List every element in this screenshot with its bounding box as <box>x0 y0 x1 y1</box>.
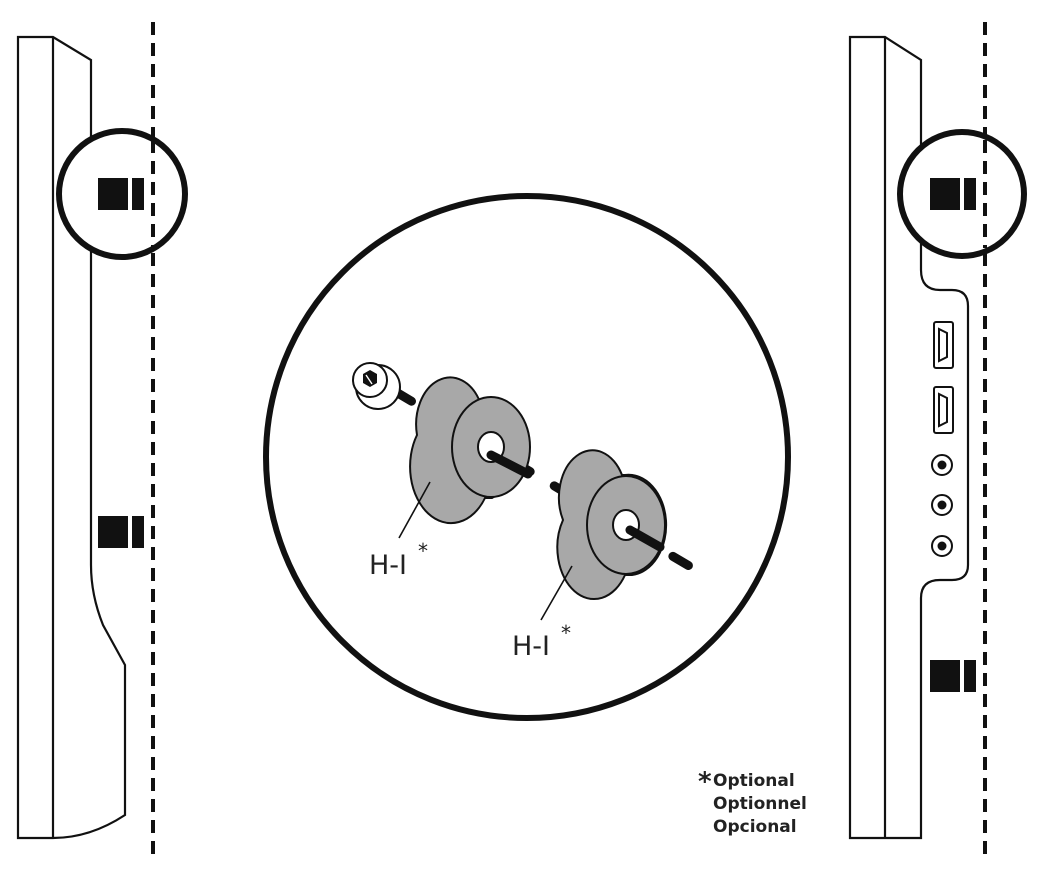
optional-mark-lower: * <box>561 621 571 645</box>
optional-mark-upper: * <box>418 539 428 563</box>
right-upper-mount-bracket <box>930 178 976 210</box>
footnote-english: Optional <box>713 771 795 791</box>
left-lower-mount-bracket <box>98 516 144 548</box>
footnote-spanish: Opcional <box>713 817 797 837</box>
left-upper-mount-bracket <box>98 178 144 210</box>
right-lower-mount-bracket <box>930 660 976 692</box>
footnote-asterisk: * <box>698 767 712 797</box>
leader-line-upper <box>398 481 431 539</box>
spacer-icon <box>556 449 668 601</box>
audio-jack-icon <box>931 454 953 476</box>
hex-screw-icon <box>352 362 401 410</box>
right-highlight-circle <box>897 129 1027 259</box>
spacer-label-upper: H-I <box>369 550 407 581</box>
hdmi-port-icon <box>933 386 954 434</box>
leader-line-lower <box>540 565 573 621</box>
audio-jack-icon <box>931 535 953 557</box>
right-tv-profile <box>848 35 970 840</box>
hdmi-port-icon <box>933 321 954 369</box>
spacer-icon <box>409 376 531 525</box>
left-tv-profile <box>16 35 127 840</box>
spacer-label-lower: H-I <box>512 631 550 662</box>
footnote-french: Optionnel <box>713 794 807 814</box>
audio-jack-icon <box>931 494 953 516</box>
